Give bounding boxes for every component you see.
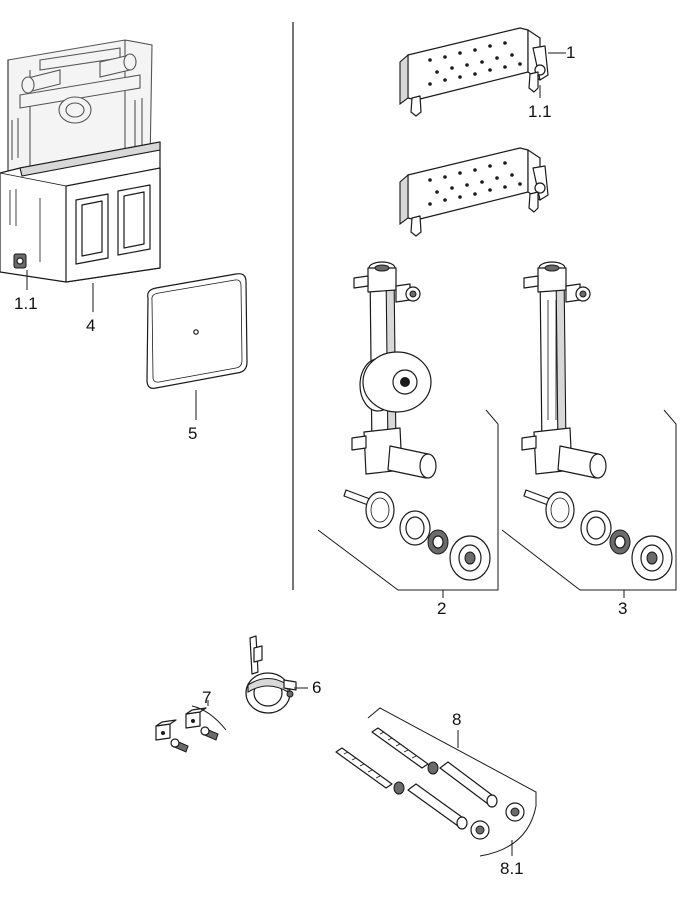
group-bracket-2 <box>317 409 499 591</box>
label-part-3: 3 <box>618 599 628 618</box>
group-bracket-8 <box>367 707 537 857</box>
label-part-2: 2 <box>437 599 447 618</box>
label-part-8-1: 8.1 <box>500 859 524 878</box>
group-bracket-7 <box>191 705 227 731</box>
label-part-4: 4 <box>86 316 96 335</box>
seal-set-3 <box>523 489 673 581</box>
fixing-clips <box>155 707 219 753</box>
seal-set-2 <box>343 489 491 581</box>
label-part-6: 6 <box>312 678 322 697</box>
label-part-5: 5 <box>188 424 198 443</box>
installation-box <box>0 141 161 283</box>
label-part-8: 8 <box>452 710 462 729</box>
label-part-1-1-right: 1.1 <box>528 102 552 121</box>
label-part-1-1-left: 1.1 <box>14 294 38 313</box>
label-part-1: 1 <box>566 43 576 62</box>
mounting-bracket-lower <box>399 147 549 237</box>
installation-frame-ghost <box>7 39 153 186</box>
cover-plate <box>146 273 248 389</box>
threaded-rods-set <box>335 727 525 840</box>
label-part-7: 7 <box>202 688 212 707</box>
valve-assembly-3 <box>521 261 607 479</box>
valve-assembly-2 <box>351 261 437 479</box>
group-bracket-3 <box>501 409 677 591</box>
pipe-clamp <box>245 635 297 714</box>
mounting-bracket-top <box>399 27 549 117</box>
